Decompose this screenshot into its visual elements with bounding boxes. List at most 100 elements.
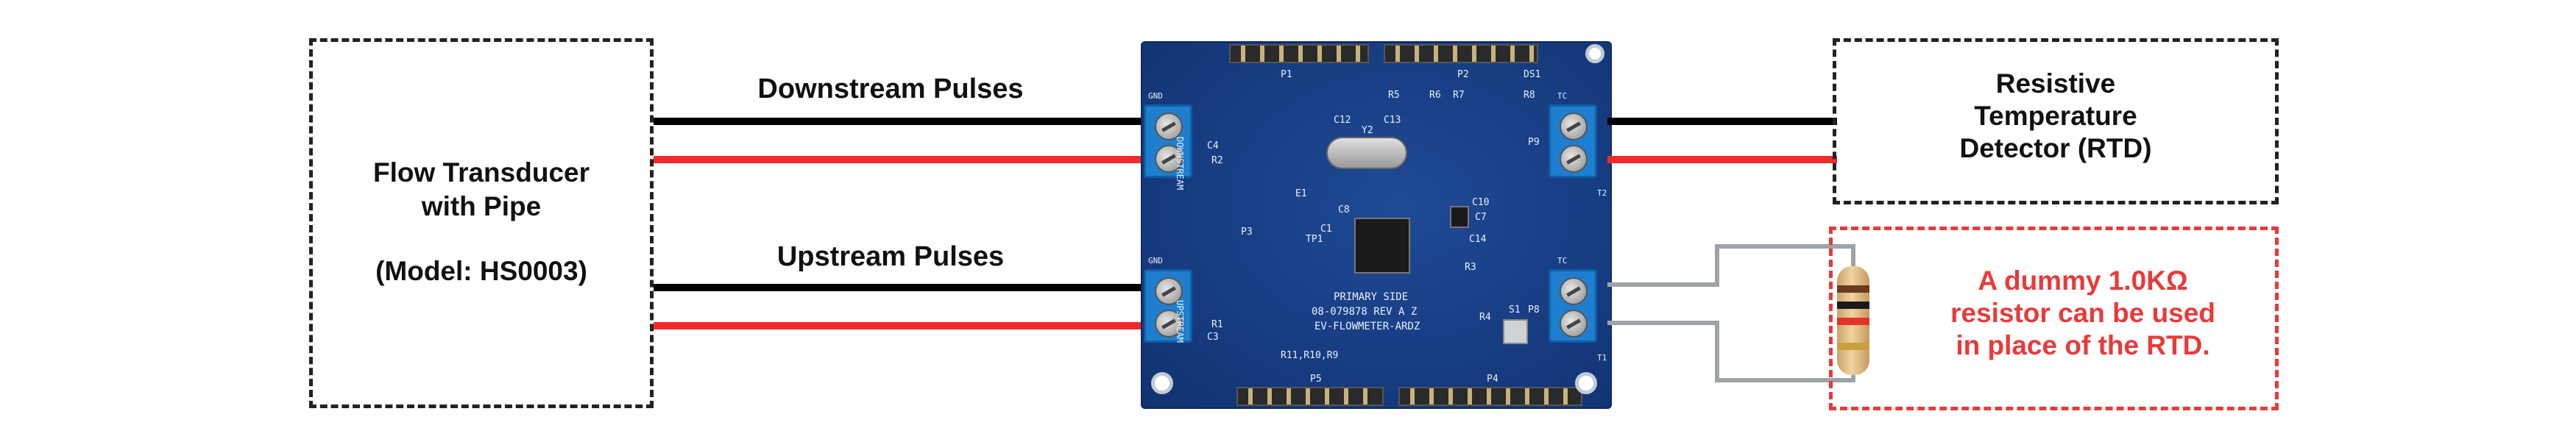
silk-ds1: DS1 [1524, 69, 1541, 80]
upstream-terminal-block [1144, 269, 1192, 343]
resistor-wire-bot-h1 [1607, 321, 1719, 325]
header-p1 [1229, 44, 1369, 63]
dummy-note-line3: in place of the RTD. [1956, 330, 2210, 360]
resistor-wire-bot-lead [1851, 368, 1855, 382]
flow-transducer-box [309, 38, 654, 408]
upstream-red-wire [654, 322, 1145, 329]
rtd-title: Resistive Temperature Detector (RTD) [1833, 68, 2279, 165]
downstream-red-wire [654, 156, 1145, 163]
silk-tc-p9: TC [1557, 91, 1568, 101]
silk-r1: R1 [1211, 319, 1223, 330]
silk-c3: C3 [1207, 332, 1219, 343]
silk-t2: T2 [1597, 188, 1607, 198]
terminal-screw [1155, 113, 1183, 140]
silk-t1: T1 [1597, 353, 1607, 363]
terminal-screw [1155, 310, 1183, 338]
silk-p5: P5 [1310, 374, 1322, 385]
switch-s1 [1503, 319, 1528, 344]
dummy-note-line2: resistor can be used [1950, 298, 2215, 328]
dummy-resistor [1837, 266, 1869, 375]
resistor-wire-top-lead [1851, 244, 1855, 269]
silk-r3: R3 [1465, 262, 1476, 273]
downstream-pulses-label: Downstream Pulses [757, 74, 1024, 104]
terminal-screw [1560, 113, 1588, 140]
silk-p1: P1 [1281, 69, 1292, 80]
silk-c1: C1 [1320, 224, 1332, 235]
silk-c14: C14 [1469, 234, 1487, 245]
silk-tc-p8: TC [1557, 256, 1568, 265]
flow-transducer-line2: with Pipe [421, 191, 542, 221]
terminal-screw [1560, 277, 1588, 305]
terminal-screw [1560, 145, 1588, 173]
silk-r2: R2 [1211, 155, 1223, 166]
flow-transducer-line1: Flow Transducer [372, 157, 590, 188]
resistor-wire-top-h1 [1607, 282, 1719, 287]
rtd-red-wire [1607, 156, 1837, 163]
crystal-y2 [1326, 137, 1407, 169]
resistor-band [1837, 343, 1869, 350]
rtd-line2: Temperature [1974, 101, 2137, 131]
silk-r7: R7 [1453, 90, 1465, 101]
header-p4 [1398, 387, 1582, 406]
rtd-line1: Resistive [1995, 68, 2116, 99]
silk-upstream: UPSTREAM [1175, 300, 1185, 343]
downstream-terminal-block [1144, 104, 1192, 178]
mounting-hole [1585, 44, 1604, 63]
silk-r6: R6 [1429, 90, 1441, 101]
mounting-hole [1575, 372, 1597, 394]
resistor-band [1837, 285, 1869, 293]
silk-gnd-downstream: GND [1148, 91, 1163, 101]
rtd-line3: Detector (RTD) [1959, 133, 2152, 163]
resistor-wire-bot-v [1715, 321, 1719, 382]
rtd-box [1833, 38, 2279, 204]
board-name-label: EV-FLOWMETER-ARDZ [1314, 321, 1420, 332]
silk-c7: C7 [1475, 212, 1487, 223]
silk-c10: C10 [1472, 197, 1490, 208]
silk-s1: S1 [1509, 304, 1521, 316]
flow-transducer-title: Flow Transducer with Pipe [309, 156, 654, 224]
silk-c12: C12 [1334, 115, 1351, 126]
flow-transducer-model: (Model: HS0003) [375, 256, 587, 286]
terminal-screw [1560, 310, 1588, 338]
silk-y2: Y2 [1362, 125, 1373, 136]
p8-rtd-terminal-block [1549, 269, 1597, 343]
silk-p2: P2 [1457, 69, 1469, 80]
dummy-resistor-box [1829, 227, 2279, 410]
terminal-screw [1155, 277, 1183, 305]
header-p5 [1236, 387, 1384, 406]
rtd-black-wire [1607, 118, 1837, 125]
resistor-wire-bot-h2 [1715, 378, 1855, 382]
resistor-wire-top-h2 [1715, 244, 1855, 249]
terminal-screw [1155, 145, 1183, 173]
resistor-wire-top-v [1715, 244, 1719, 287]
silk-gnd-upstream: GND [1148, 256, 1163, 265]
dummy-resistor-note: A dummy 1.0KΩ resistor can be used in pl… [1899, 265, 2267, 362]
silk-p4: P4 [1487, 374, 1498, 385]
silk-r11-r10-r9: R11,R10,R9 [1281, 350, 1339, 361]
silk-p3: P3 [1241, 227, 1253, 238]
resistor-band [1837, 318, 1869, 325]
upstream-black-wire [654, 284, 1145, 291]
silk-downstream: DOWNSTREAM [1175, 137, 1185, 190]
dummy-note-line1: A dummy 1.0KΩ [1978, 265, 2188, 296]
board-side-label: PRIMARY SIDE [1334, 291, 1409, 303]
header-p2 [1384, 44, 1538, 63]
p9-rtd-terminal-block [1549, 104, 1597, 178]
microcontroller-chip [1354, 218, 1410, 274]
silk-c8: C8 [1338, 204, 1350, 215]
silk-p9: P9 [1528, 137, 1540, 148]
small-ic [1450, 206, 1469, 228]
silk-c13: C13 [1384, 115, 1401, 126]
silk-r8: R8 [1524, 90, 1535, 101]
resistor-band [1837, 302, 1869, 309]
silk-e1: E1 [1295, 188, 1307, 199]
board-rev-label: 08-079878 REV A Z [1312, 306, 1418, 318]
ev-flowmeter-board: P1 P2 DS1 R5 R6 R7 R8 P5 P4 R11,R10,R9 D… [1141, 41, 1612, 409]
upstream-pulses-label: Upstream Pulses [776, 241, 1005, 272]
silk-r4: R4 [1479, 312, 1491, 323]
downstream-black-wire [654, 118, 1145, 125]
silk-tp1: TP1 [1306, 234, 1323, 245]
silk-p8: P8 [1528, 304, 1540, 316]
silk-c4: C4 [1207, 140, 1219, 152]
